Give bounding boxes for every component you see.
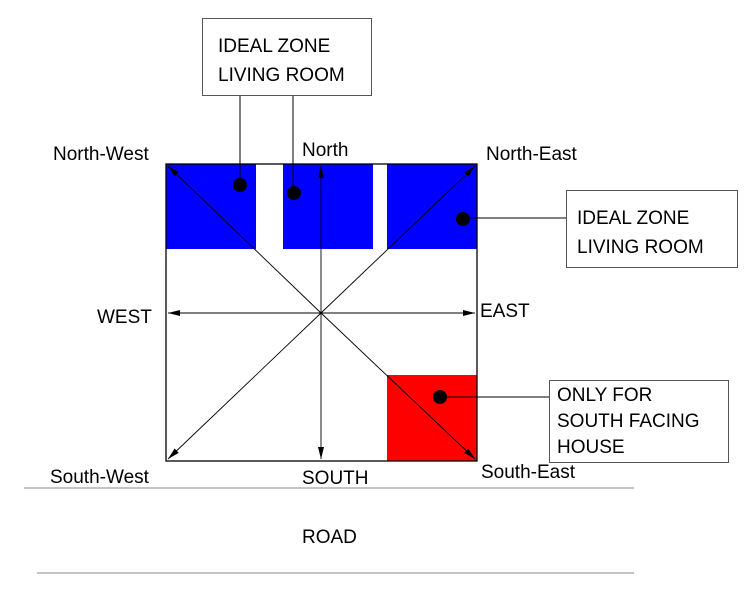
label-south-east: South-East [481, 462, 575, 483]
arrow-south-west [167, 312, 322, 460]
callout-right-line1: IDEAL ZONE [577, 208, 690, 229]
label-north-west: North-West [53, 144, 149, 165]
zone-north [283, 164, 373, 249]
dot-north-west [233, 178, 247, 192]
house-outline [165, 163, 478, 462]
arrow-north-west [167, 165, 322, 314]
callout-right-ideal-zone: IDEAL ZONE LIVING ROOM [566, 190, 738, 268]
dot-south-east [433, 390, 447, 404]
callout-top-line2: LIVING ROOM [218, 65, 345, 86]
arrow-north-east [320, 165, 476, 314]
callout-top-ideal-zone: IDEAL ZONE LIVING ROOM [202, 18, 372, 96]
dot-north [287, 186, 301, 200]
label-west: WEST [97, 307, 152, 328]
label-south-west: South-West [50, 467, 149, 488]
label-north-east: North-East [486, 144, 577, 165]
dot-north-east [456, 212, 470, 226]
label-north: North [302, 140, 349, 161]
callout-south-line3: HOUSE [557, 437, 625, 458]
callout-top-line1: IDEAL ZONE [218, 36, 331, 57]
road-label: ROAD [302, 527, 357, 548]
arrow-south-east [320, 312, 476, 460]
callout-south-facing: ONLY FOR SOUTH FACING HOUSE [549, 380, 729, 463]
callout-right-line2: LIVING ROOM [577, 237, 704, 258]
label-south: SOUTH [302, 468, 369, 489]
label-east: EAST [480, 301, 530, 322]
callout-south-line2: SOUTH FACING [557, 411, 700, 432]
callout-south-line1: ONLY FOR [557, 385, 653, 406]
